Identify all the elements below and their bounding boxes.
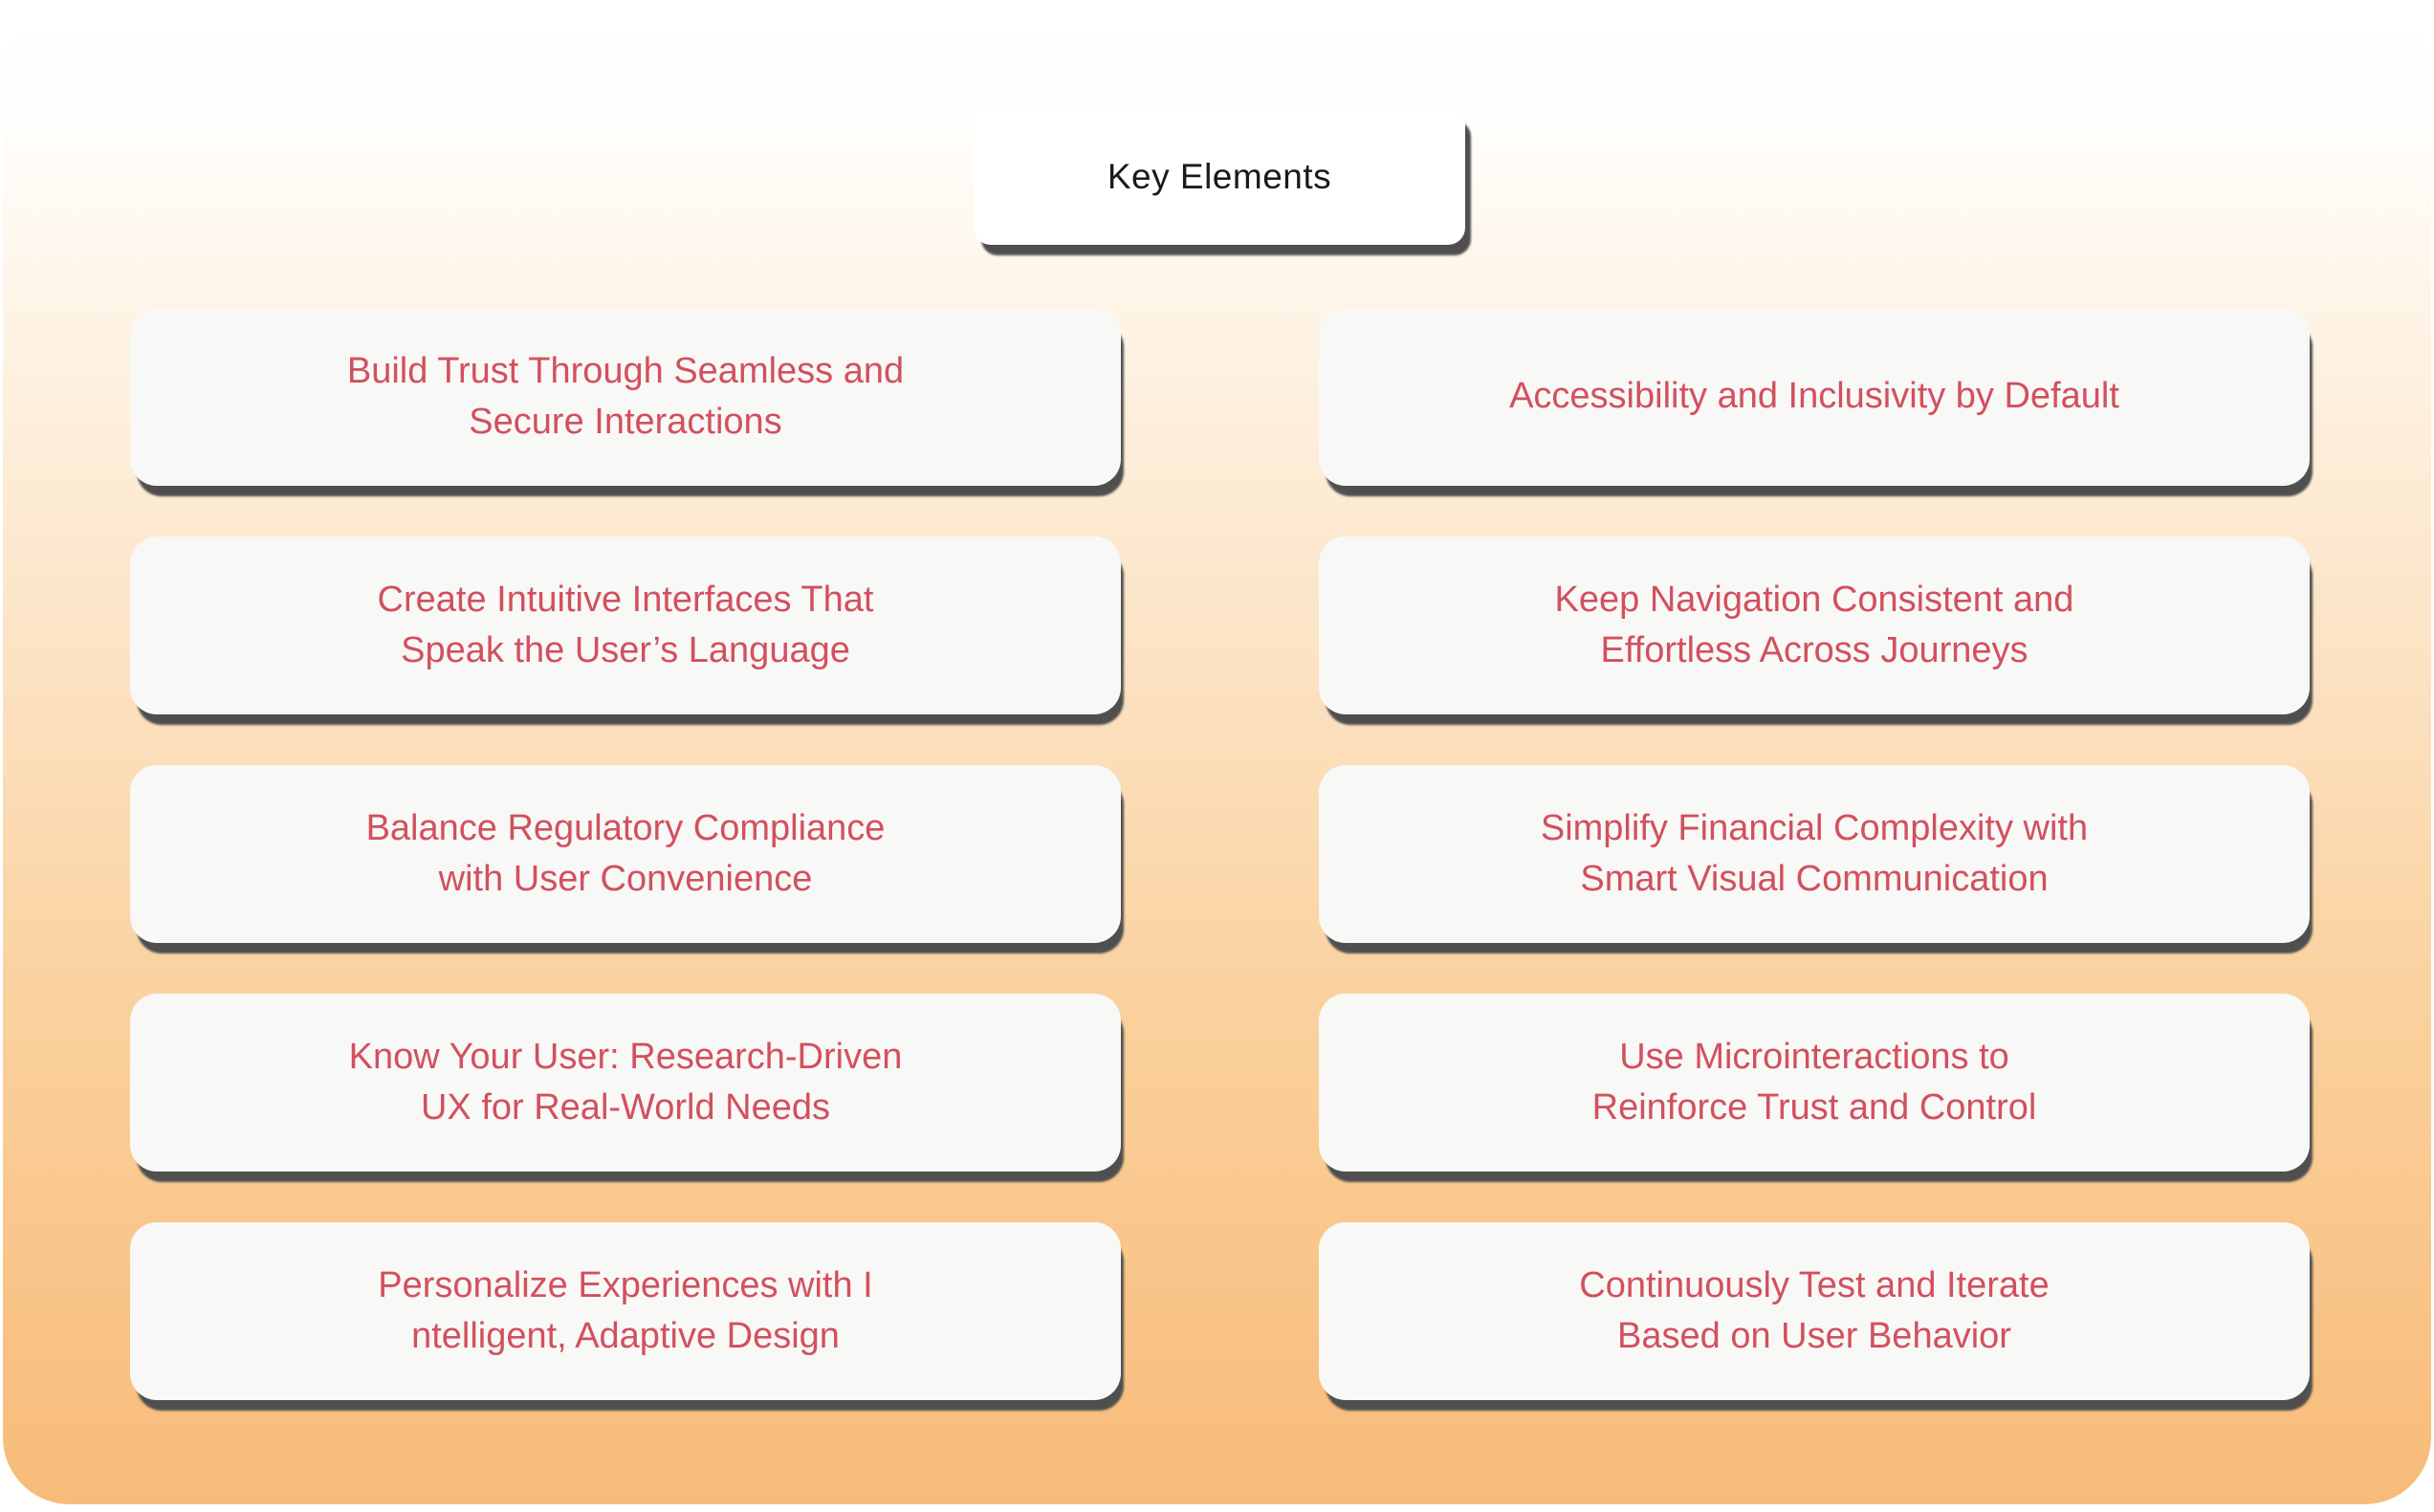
card-text-line: Simplify Financial Complexity with (1540, 807, 2089, 848)
card-text-line: Personalize Experiences with I (378, 1264, 873, 1305)
card-text-line: Effortless Across Journeys (1600, 630, 2028, 670)
key-element-card: Personalize Experiences with I ntelligen… (130, 1222, 1121, 1400)
card-text-line: Continuously Test and Iterate (1579, 1264, 2050, 1305)
card-text-line: Use Microinteractions to (1619, 1036, 2009, 1077)
card-text-line: UX for Real-World Needs (420, 1087, 830, 1128)
diagram-title-box: Key Elements (974, 108, 1465, 245)
card-text-line: Balance Regulatory Compliance (365, 807, 886, 848)
key-element-card: Balance Regulatory Compliance with User … (130, 765, 1121, 943)
card-text-line: Keep Navigation Consistent and (1554, 579, 2074, 620)
key-element-card: Build Trust Through Seamless and Secure … (130, 308, 1121, 486)
card-text-line: Reinforce Trust and Control (1591, 1087, 2037, 1128)
card-text-line: with User Convenience (438, 859, 813, 899)
card-text-line: Secure Interactions (469, 402, 782, 442)
card-text-line: Know Your User: Research-Driven (348, 1036, 903, 1077)
card-text-line: Based on User Behavior (1617, 1316, 2011, 1356)
gradient-page-background: Key Elements Build Trust Through Seamles… (3, 0, 2431, 1504)
card-text-line: Smart Visual Communication (1580, 859, 2049, 899)
key-element-card: Accessibility and Inclusivity by Default (1319, 308, 2310, 486)
card-text-line: Speak the User’s Language (401, 630, 850, 670)
card-text-line: Build Trust Through Seamless and (346, 350, 905, 391)
card-text-line: ntelligent, Adaptive Design (411, 1316, 840, 1356)
card-text-line: Create Intuitive Interfaces That (377, 579, 874, 620)
key-element-card: Simplify Financial Complexity with Smart… (1319, 765, 2310, 943)
key-element-card: Know Your User: Research-Driven UX for R… (130, 994, 1121, 1172)
key-element-card: Keep Navigation Consistent and Effortles… (1319, 537, 2310, 714)
card-text-line: Accessibility and Inclusivity by Default (1509, 376, 2119, 417)
key-element-card: Create Intuitive Interfaces That Speak t… (130, 537, 1121, 714)
key-element-card: Continuously Test and Iterate Based on U… (1319, 1222, 2310, 1400)
diagram-title: Key Elements (1107, 156, 1332, 196)
key-element-card: Use Microinteractions to Reinforce Trust… (1319, 994, 2310, 1172)
